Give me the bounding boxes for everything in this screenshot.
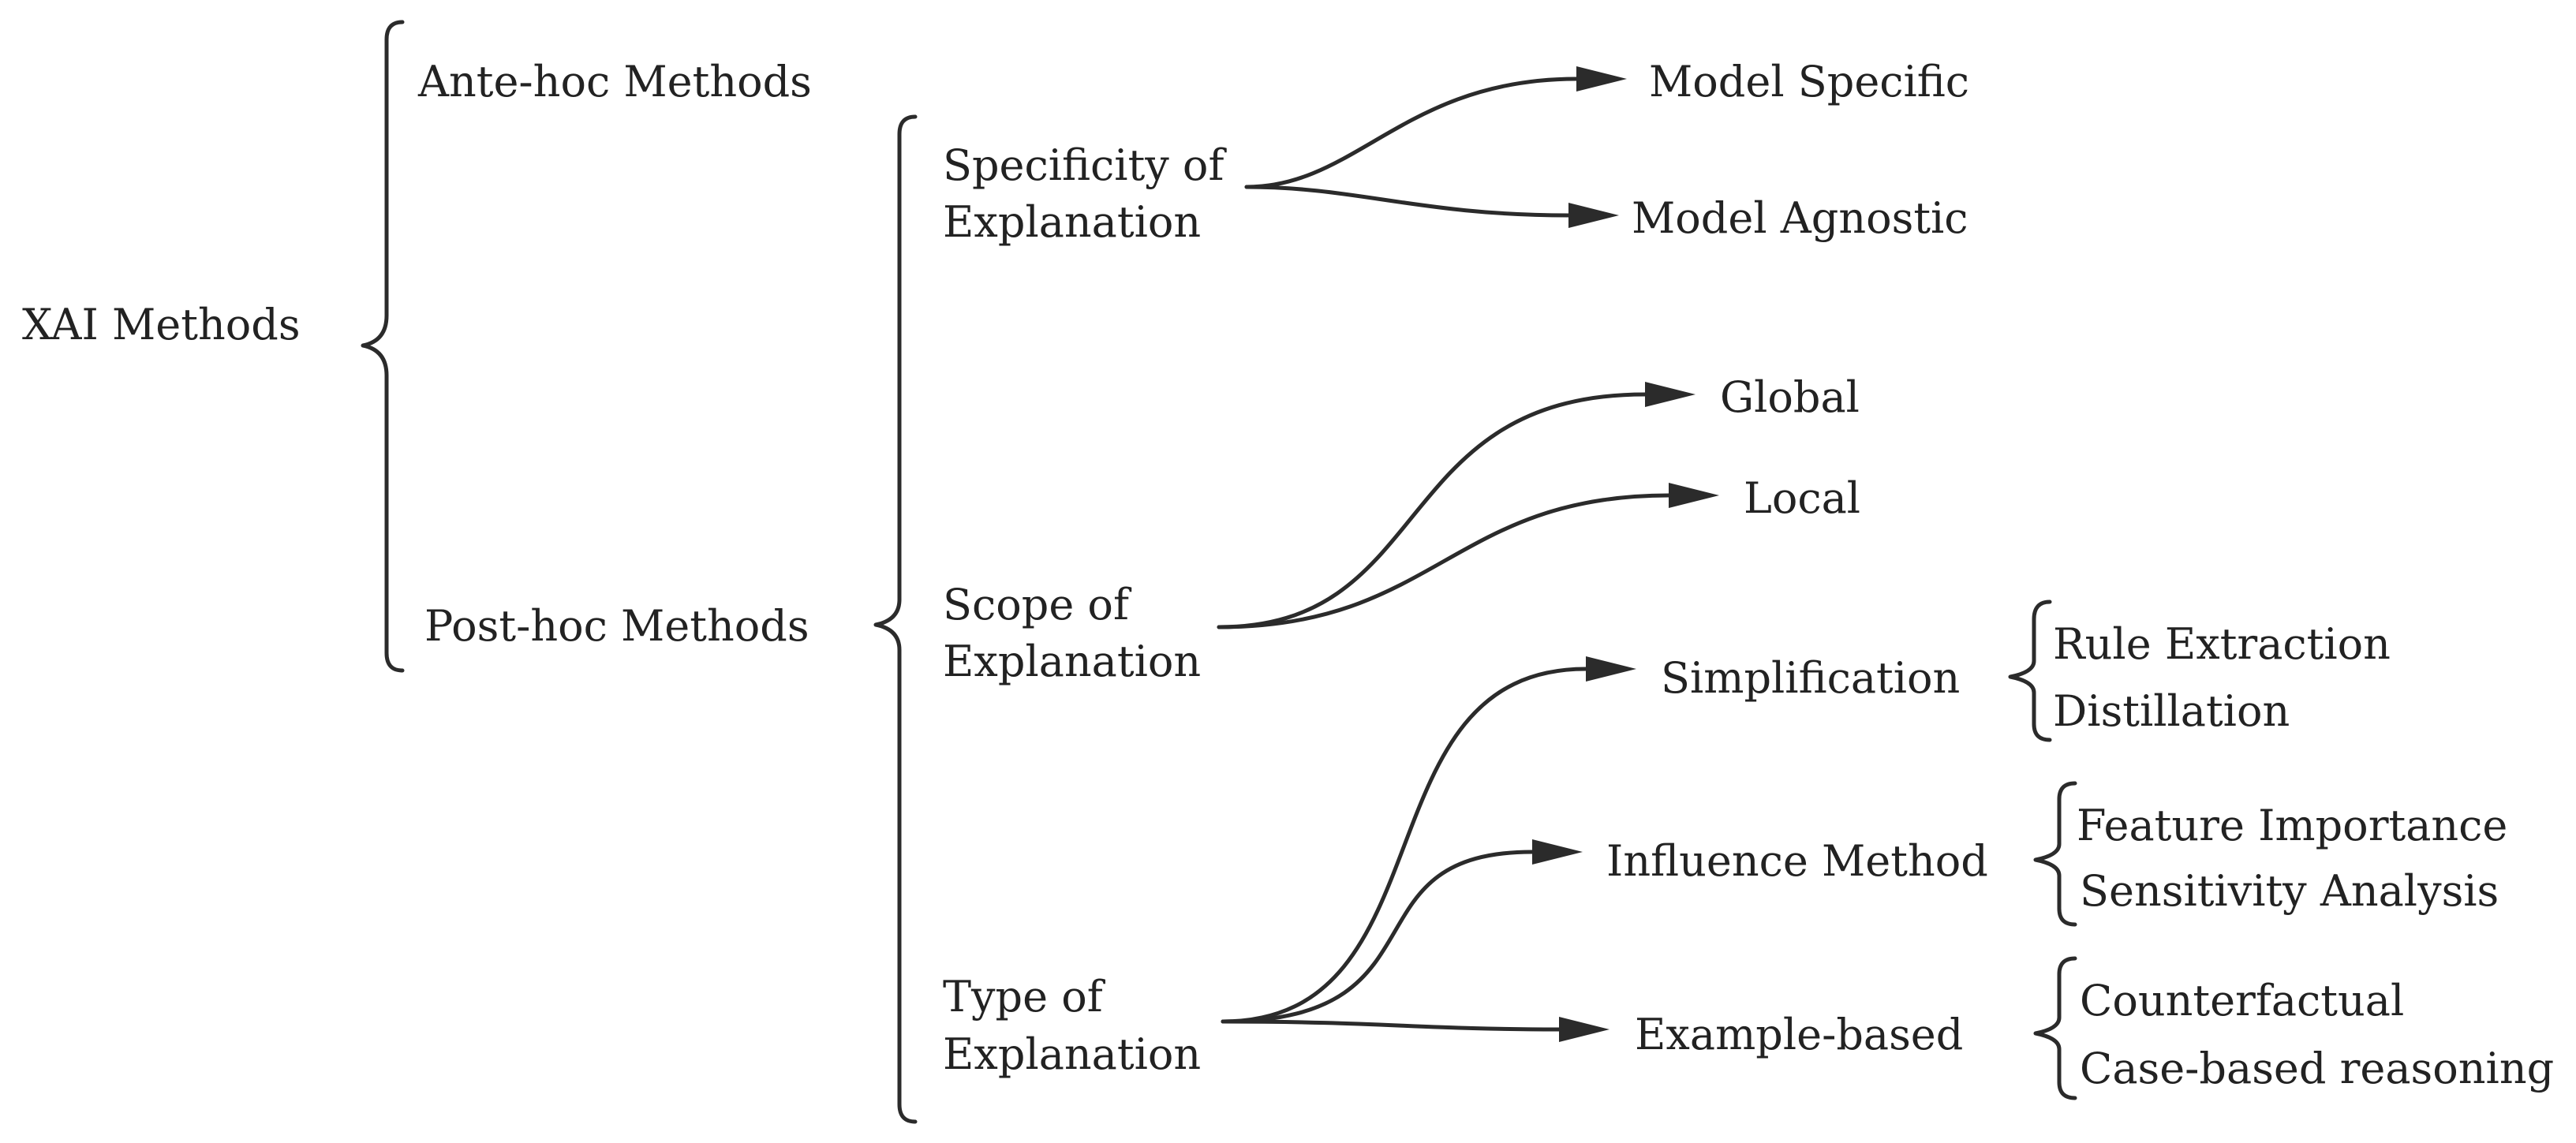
type-label-line2: Explanation: [943, 1029, 1201, 1079]
connector-scope-global: [1217, 392, 1647, 629]
arrowhead-local: [1669, 483, 1719, 508]
model-specific-label: Model Specific: [1649, 57, 1969, 106]
global-label: Global: [1720, 372, 1860, 422]
local-label: Local: [1744, 473, 1860, 523]
brace-post-hoc: [873, 114, 918, 1124]
example-based-label: Example-based: [1635, 1010, 1963, 1059]
brace-influence: [2033, 781, 2077, 927]
arrowhead-example: [1559, 1017, 1610, 1042]
scope-label-line1: Scope of: [943, 580, 1132, 629]
influence-method-label: Influence Method: [1606, 836, 1988, 886]
connector-specificity-model-agnostic: [1244, 185, 1571, 218]
arrowhead-model-agnostic: [1568, 203, 1619, 228]
specificity-label-line1: Specificity of: [943, 140, 1227, 190]
brace-simplification: [2008, 600, 2052, 742]
connector-scope-local: [1217, 493, 1671, 629]
arrowhead-influence: [1532, 839, 1583, 865]
arrowhead-global: [1645, 382, 1696, 407]
arrowhead-simplification: [1586, 656, 1636, 682]
rule-extraction-label: Rule Extraction: [2053, 619, 2391, 669]
case-based-reasoning-label: Case-based reasoning: [2080, 1044, 2554, 1093]
arrowhead-model-specific: [1576, 66, 1627, 92]
counterfactual-label: Counterfactual: [2080, 976, 2404, 1025]
connector-type-example: [1221, 1019, 1561, 1032]
connector-specificity-model-specific: [1244, 77, 1579, 189]
post-hoc-label: Post-hoc Methods: [424, 601, 809, 651]
model-agnostic-label: Model Agnostic: [1632, 193, 1968, 243]
sensitivity-analysis-label: Sensitivity Analysis: [2080, 866, 2499, 916]
ante-hoc-label: Ante-hoc Methods: [417, 57, 812, 106]
root-label: XAI Methods: [22, 300, 301, 349]
type-label-line1: Type of: [943, 972, 1106, 1022]
feature-importance-label: Feature Importance: [2077, 801, 2507, 850]
connector-type-simplification: [1221, 667, 1588, 1024]
connector-type-influence: [1221, 850, 1535, 1024]
brace-example: [2033, 956, 2077, 1100]
scope-label-line2: Explanation: [943, 637, 1201, 686]
specificity-label-line2: Explanation: [943, 197, 1201, 247]
distillation-label: Distillation: [2053, 686, 2290, 736]
simplification-label: Simplification: [1661, 653, 1960, 703]
brace-xai-methods: [361, 20, 405, 673]
